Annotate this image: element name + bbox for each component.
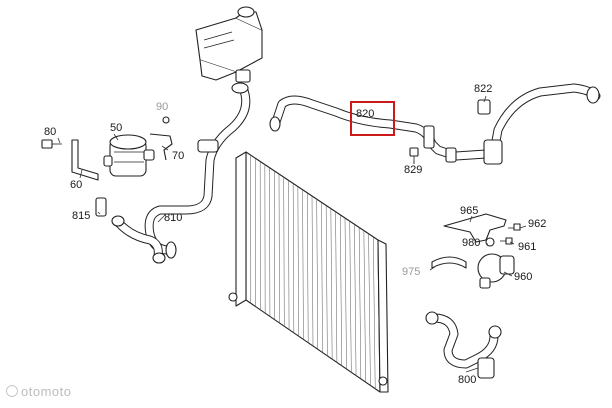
radiator — [228, 151, 389, 393]
radiator-fin — [297, 186, 299, 337]
expansion-tank — [195, 6, 263, 83]
radiator-fin — [278, 173, 280, 324]
label-60[interactable]: 60 — [70, 179, 83, 191]
label-829[interactable]: 829 — [404, 164, 423, 176]
bolt-80 — [41, 139, 62, 149]
label-960[interactable]: 960 — [514, 271, 533, 283]
bolt-961 — [500, 237, 513, 245]
label-820[interactable]: 820 — [356, 108, 375, 120]
radiator-fin — [373, 236, 376, 389]
radiator-fin — [349, 221, 352, 373]
aux-pump-960 — [477, 253, 515, 289]
label-962[interactable]: 962 — [528, 218, 547, 230]
radiator-fin — [321, 202, 323, 353]
clip-70 — [149, 133, 173, 161]
radiator-fin — [368, 233, 371, 386]
label-90[interactable]: 90 — [156, 101, 169, 113]
sensor-815 — [95, 197, 107, 217]
label-822[interactable]: 822 — [474, 83, 493, 95]
label-975[interactable]: 975 — [402, 266, 421, 278]
label-815[interactable]: 815 — [72, 210, 91, 222]
bolt-829 — [409, 147, 419, 164]
radiator-fin — [363, 230, 366, 383]
radiator-fin — [335, 211, 338, 363]
radiator-fin — [330, 208, 333, 360]
radiator-fin — [325, 205, 328, 356]
radiator-fin — [316, 199, 319, 350]
label-80[interactable]: 80 — [44, 126, 57, 138]
watermark-text: otomoto — [21, 384, 72, 399]
bolt-962 — [508, 223, 521, 231]
highlight-box-820 — [350, 101, 395, 136]
hose-820 — [269, 95, 491, 163]
hose-815 — [111, 215, 166, 264]
radiator-fin — [358, 227, 362, 379]
bolt-90 — [162, 116, 170, 124]
label-980[interactable]: 980 — [462, 237, 481, 249]
leader-lines — [57, 95, 527, 373]
radiator-fin — [311, 195, 314, 347]
label-965[interactable]: 965 — [460, 205, 479, 217]
bracket-965 — [443, 213, 507, 243]
label-961[interactable]: 961 — [518, 241, 537, 253]
coolant-pump — [103, 134, 155, 177]
radiator-fin — [302, 189, 304, 340]
hose-810 — [144, 82, 251, 259]
label-50[interactable]: 50 — [110, 122, 123, 134]
label-810[interactable]: 810 — [164, 212, 183, 224]
radiator-fin — [354, 224, 357, 376]
radiator-fin — [283, 177, 285, 327]
label-70[interactable]: 70 — [172, 150, 185, 162]
radiator-fin — [292, 183, 295, 333]
radiator-fin — [344, 217, 347, 370]
hose-800 — [425, 311, 502, 379]
watermark-logo-icon — [6, 385, 18, 397]
radiator-fin — [340, 214, 342, 366]
watermark: otomoto — [6, 384, 71, 399]
bracket-60 — [71, 139, 99, 181]
hose-822 — [477, 83, 601, 165]
clamp-975 — [431, 256, 467, 269]
radiator-fin — [288, 180, 290, 330]
radiator-fins — [250, 155, 376, 389]
label-800[interactable]: 800 — [458, 374, 477, 386]
radiator-fin — [307, 192, 309, 343]
nut-980 — [485, 237, 495, 247]
